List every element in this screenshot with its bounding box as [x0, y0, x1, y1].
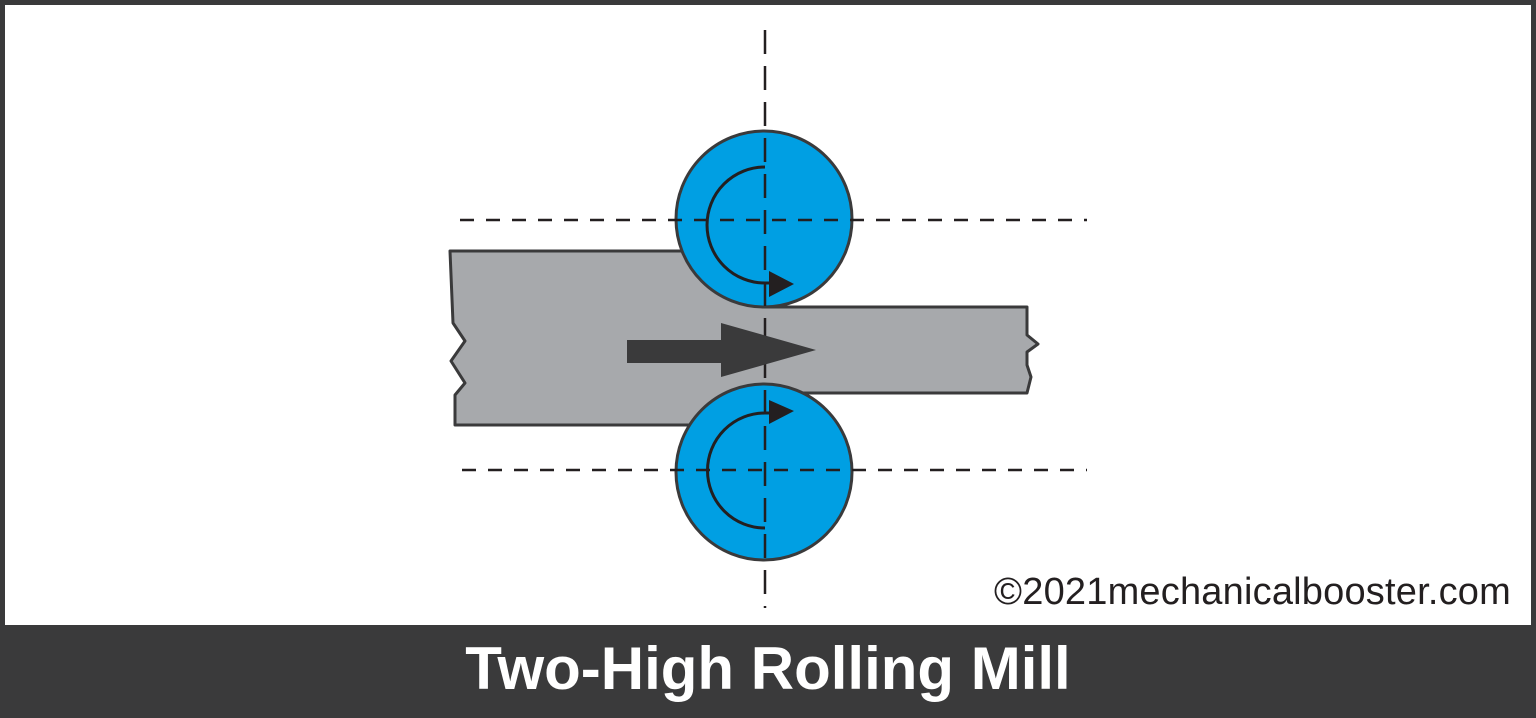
title-bar: Two-High Rolling Mill [5, 625, 1531, 713]
diagram-title: Two-High Rolling Mill [465, 635, 1071, 702]
copyright-watermark: ©2021mechanicalbooster.com [994, 571, 1511, 613]
counterclockwise-arc-arrow-icon [706, 400, 794, 530]
arrow-right-icon [627, 323, 816, 377]
clockwise-arc-arrow-icon [705, 165, 794, 297]
rolling-mill-diagram [448, 30, 1087, 608]
